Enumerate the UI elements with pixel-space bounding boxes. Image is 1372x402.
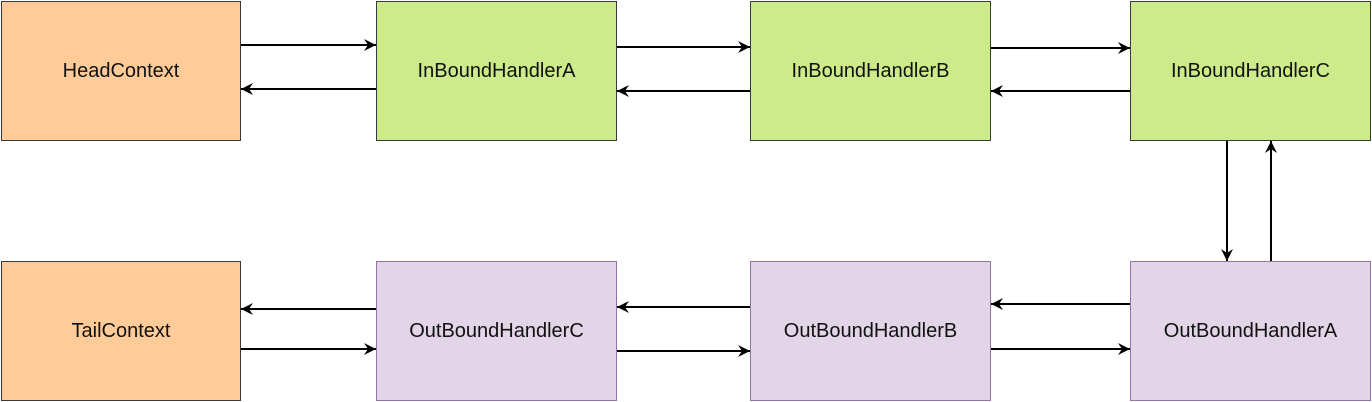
inbound-handler-a-label: InBoundHandlerA (417, 59, 576, 82)
inbound-handler-a-node: InBoundHandlerA (376, 1, 617, 141)
tail-context-label: TailContext (71, 319, 171, 342)
inbound-handler-c-node: InBoundHandlerC (1130, 1, 1371, 141)
outbound-handler-b-node: OutBoundHandlerB (750, 261, 991, 401)
inbound-handler-c-label: InBoundHandlerC (1171, 59, 1330, 82)
outbound-handler-a-label: OutBoundHandlerA (1163, 319, 1338, 342)
outbound-handler-c-node: OutBoundHandlerC (376, 261, 617, 401)
outbound-handler-a-node: OutBoundHandlerA (1130, 261, 1371, 401)
outbound-handler-c-label: OutBoundHandlerC (409, 319, 584, 342)
tail-context-node: TailContext (1, 261, 241, 401)
outbound-handler-b-label: OutBoundHandlerB (783, 319, 958, 342)
head-context-node: HeadContext (1, 1, 241, 141)
inbound-handler-b-label: InBoundHandlerB (791, 59, 950, 82)
head-context-label: HeadContext (62, 59, 180, 82)
inbound-handler-b-node: InBoundHandlerB (750, 1, 991, 141)
